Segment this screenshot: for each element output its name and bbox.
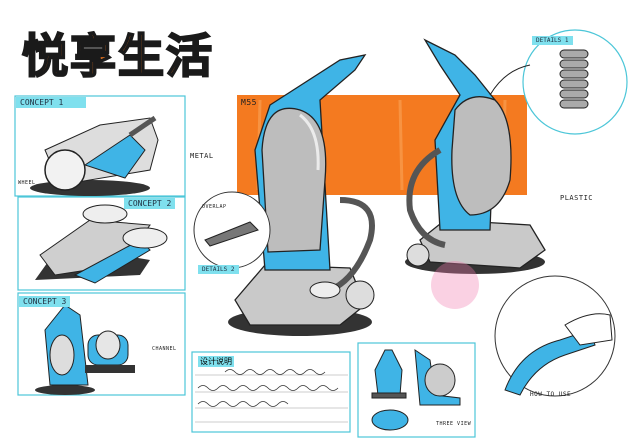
callout-wheel: WHEEL [18,180,36,186]
handwriting-scribble [197,369,339,407]
concept-3-sketch [35,304,135,395]
concept-2-frame [17,196,186,291]
concept-1-sketch [30,115,159,196]
concept-1-label: CONCEPT 1 [16,97,86,108]
details-1-leader [489,64,531,96]
main-vacuum-back [405,38,546,274]
details-1-sketch [559,49,589,109]
watermark-logo [431,261,479,309]
three-view-frame [357,342,476,438]
concept-3-frame [17,292,186,396]
note-lines [195,374,348,423]
three-view-label: THREE VIEW [436,421,472,427]
concept-1-frame [14,95,186,197]
three-view-sketch [371,349,461,431]
design-note-title: 设计说明 [198,356,234,367]
main-vacuum-front [228,54,375,336]
design-note-frame [191,351,351,433]
model-label: M55 [241,98,257,107]
details-2-label: DETAILS 2 [198,265,239,274]
how-to-use-label: HOW TO USE [530,391,572,398]
concept-2-sketch [35,204,168,284]
concept-2-label: CONCEPT 2 [124,198,176,209]
callout-metal: METAL [190,152,214,160]
callout-overlap: OVERLAP [202,204,227,210]
callout-plastic: PLASTIC [560,194,594,202]
callout-channel: CHANNEL [152,346,177,352]
page-title: 悦享生活 [21,28,214,84]
details-1-label: DETAILS 1 [532,36,573,45]
concept-3-label: CONCEPT 3 [19,296,71,307]
details-2-sketch [204,221,259,247]
hand-sketch [564,313,613,346]
